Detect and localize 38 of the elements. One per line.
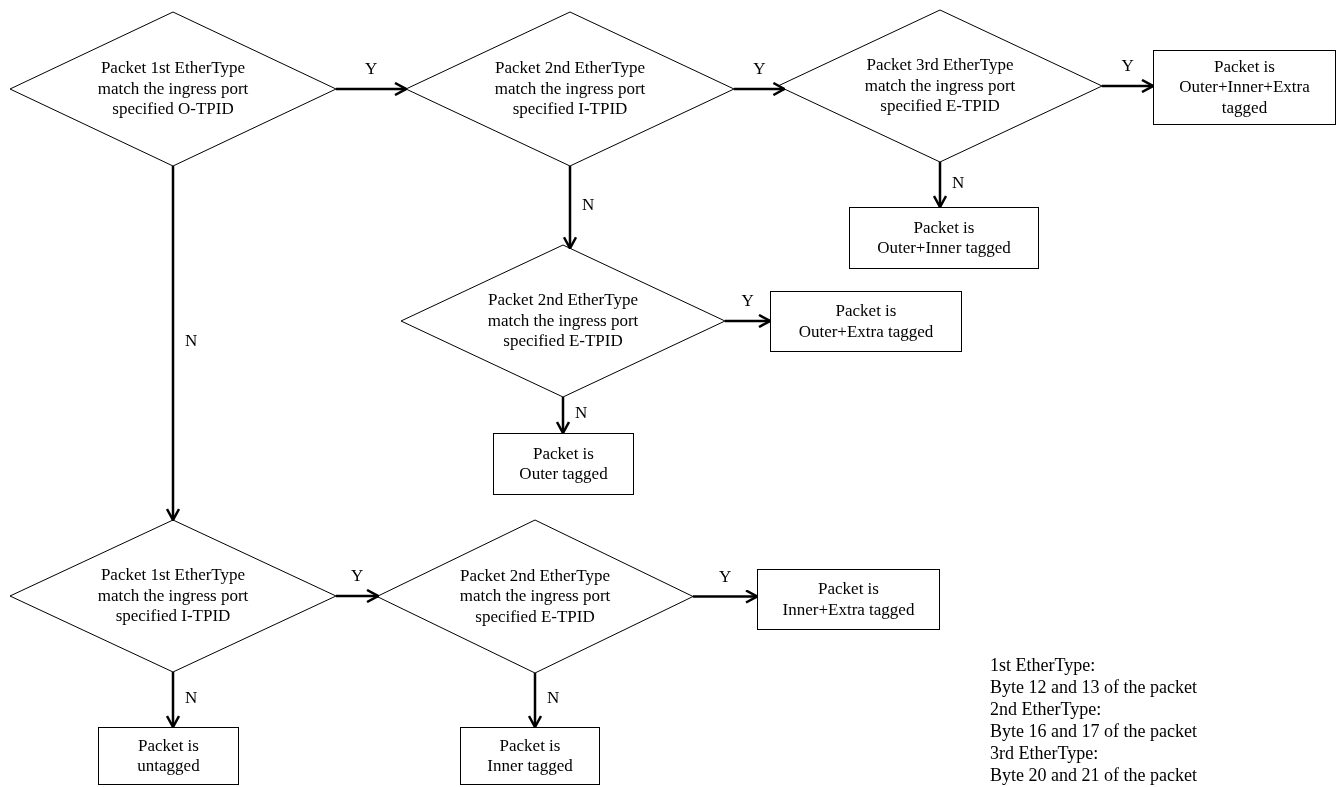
note-text: Byte 20 and 21 of the packet — [990, 764, 1197, 786]
result-box — [757, 569, 940, 630]
result-text: Packet is Outer+Inner+Extra tagged — [1178, 56, 1311, 119]
arrow — [725, 313, 772, 329]
arrow — [165, 672, 181, 729]
arrow — [336, 81, 408, 97]
arrow — [693, 589, 759, 604]
note-text: 2nd EtherType: — [990, 698, 1103, 720]
result-box — [770, 291, 962, 352]
note-text: Byte 12 and 13 of the packet — [990, 676, 1197, 698]
note-text: 3rd EtherType: — [990, 742, 1100, 764]
arrow — [734, 81, 786, 97]
decision-text: Packet 2nd EtherType match the ingress port specified E-TPID — [486, 290, 640, 352]
result-text: Packet is Outer+Extra tagged — [797, 301, 935, 342]
arrow — [165, 166, 181, 522]
decision-text: Packet 3rd EtherType match the ingress port specified E-TPID — [863, 55, 1017, 117]
arrow — [1102, 78, 1155, 94]
result-text: Packet is Inner tagged — [486, 735, 574, 777]
result-box — [1153, 50, 1336, 125]
arrow — [555, 397, 571, 435]
note-text: 1st EtherType: — [990, 654, 1097, 676]
result-text: Packet is untagged — [136, 735, 201, 777]
arrow — [562, 166, 578, 250]
result-text: Packet is Inner+Extra tagged — [781, 579, 916, 620]
arrow — [527, 673, 543, 729]
result-box — [460, 727, 600, 785]
decision-text: Packet 2nd EtherType match the ingress port specified E-TPID — [458, 565, 612, 628]
result-text: Packet is Outer tagged — [518, 443, 609, 485]
result-text: Packet is Outer+Inner tagged — [876, 217, 1012, 259]
note-text: Byte 16 and 17 of the packet — [990, 720, 1197, 742]
result-box — [493, 433, 634, 495]
arrow — [336, 588, 380, 604]
result-box — [98, 727, 239, 785]
decision-text: Packet 1st EtherType match the ingress port specified O-TPID — [96, 58, 250, 120]
arrow — [932, 162, 948, 209]
decision-text: Packet 1st EtherType match the ingress port specified I-TPID — [96, 565, 250, 627]
decision-text: Packet 2nd EtherType match the ingress port specified I-TPID — [493, 58, 647, 120]
result-box — [849, 207, 1039, 269]
